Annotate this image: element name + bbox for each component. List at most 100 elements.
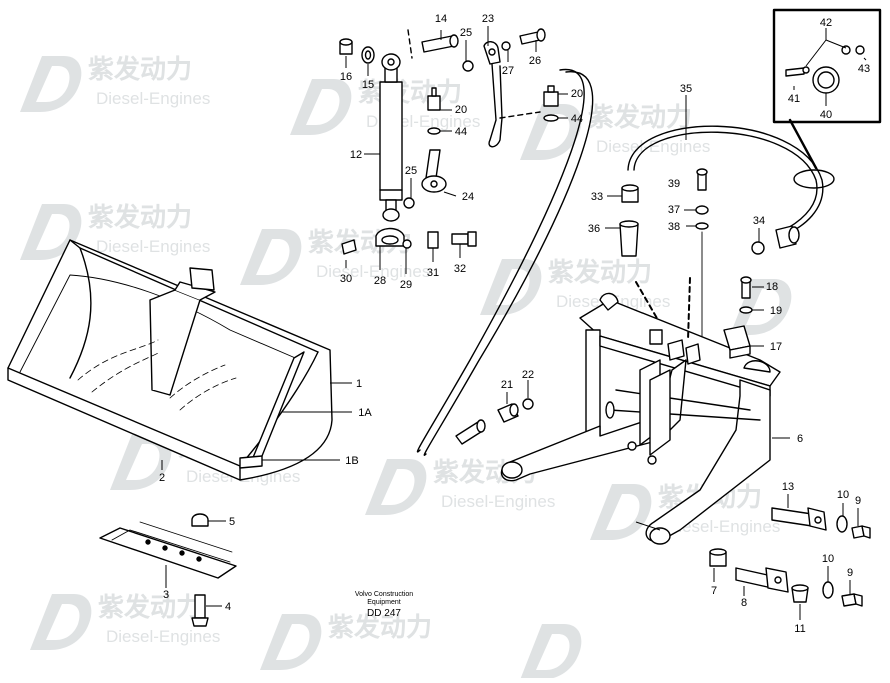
- callout-label: 2: [159, 472, 165, 484]
- callout-label: 41: [788, 93, 800, 105]
- watermark-logo-icon: [520, 624, 582, 680]
- callout-label: 33: [591, 191, 603, 203]
- bushing-part: [709, 548, 727, 567]
- watermark-sub: Diesel-Engines: [596, 137, 710, 156]
- block-part: [427, 231, 439, 249]
- callout-label: 10: [822, 553, 834, 565]
- callout-label: 32: [454, 263, 466, 275]
- watermark-logo-icon: [365, 459, 427, 515]
- o-ring-part: [751, 241, 765, 255]
- watermark-logo-icon: [480, 259, 542, 315]
- washer-part: [501, 41, 511, 51]
- bucket-part: [7, 239, 333, 481]
- cutting-edge-part: [99, 521, 237, 579]
- washer-part: [822, 581, 834, 599]
- callout-label: 23: [482, 13, 494, 25]
- callout-label: 8: [741, 597, 747, 609]
- hose-line: [416, 68, 585, 453]
- screw-part: [696, 168, 708, 191]
- callout-label: 18: [766, 281, 778, 293]
- sensor-part: [649, 329, 701, 365]
- washer-part: [462, 60, 474, 72]
- bolt-part: [451, 231, 477, 247]
- cable-line: [627, 125, 824, 233]
- watermark-logo-icon: [520, 104, 582, 160]
- callout-label: 3: [163, 589, 169, 601]
- plug-part: [791, 584, 809, 603]
- bolt-part: [519, 28, 546, 45]
- bracket-part: [483, 41, 503, 148]
- callout-label: 15: [362, 79, 374, 91]
- callout-label: 11: [794, 623, 805, 635]
- callout-label: 20: [571, 88, 583, 100]
- callout-label: 5: [229, 516, 235, 528]
- callout-label: 14: [435, 13, 447, 25]
- cable-line: [633, 131, 818, 229]
- quick-coupler-part: [500, 292, 781, 545]
- bolt-part: [841, 593, 863, 607]
- watermark-logo-icon: [260, 614, 322, 670]
- callout-label: 39: [668, 178, 680, 190]
- washer-part: [403, 197, 415, 209]
- washer-part: [402, 239, 412, 249]
- hydraulic-cylinder-part: [379, 53, 403, 222]
- bolt-part: [341, 239, 357, 255]
- callout-label: 4: [225, 601, 231, 613]
- centerline: [687, 277, 691, 341]
- watermark-logo-icon: [20, 204, 82, 260]
- watermark-sub: Diesel-Engines: [666, 517, 780, 536]
- connector-housing-part: [619, 220, 639, 257]
- callout-label: 1: [356, 378, 362, 390]
- watermark-brand: 紫发动力: [328, 612, 432, 643]
- callout-label: 9: [847, 567, 853, 579]
- watermark-brand: 紫发动力: [88, 202, 192, 233]
- callout-labels: 14 23 25 27 26 16 15 12 25 20 44 24 20 4…: [159, 13, 870, 635]
- centerline: [499, 111, 541, 119]
- callout-label: 36: [588, 223, 600, 235]
- callout-label: 13: [782, 481, 794, 493]
- caption-line1: Volvo Construction: [355, 591, 413, 598]
- callout-label: 42: [820, 17, 832, 29]
- callout-label: 26: [529, 55, 541, 67]
- callout-label: 27: [502, 65, 514, 77]
- washer-part: [739, 306, 753, 314]
- callout-label: 22: [522, 369, 534, 381]
- watermark-logo-icon: [290, 79, 352, 135]
- callout-label: 44: [455, 126, 467, 138]
- caption-block: Volvo Construction Equipment DD 247: [355, 591, 413, 619]
- cable-loop: [793, 169, 835, 189]
- nut-part: [191, 513, 209, 527]
- callout-label: 1B: [345, 455, 358, 467]
- callout-label: 30: [340, 273, 352, 285]
- hose-end-part: [455, 419, 486, 445]
- watermark-brand: 紫发动力: [588, 102, 692, 133]
- callout-label: 25: [460, 27, 472, 39]
- centerline: [635, 281, 659, 321]
- pin-part: [421, 34, 459, 53]
- caption-line2: Equipment: [367, 599, 401, 606]
- callout-label: 29: [400, 279, 412, 291]
- callout-label: 24: [462, 191, 474, 203]
- callout-label: 31: [427, 267, 439, 279]
- callout-label: 28: [374, 275, 386, 287]
- callout-label: 1A: [358, 407, 372, 419]
- bolt-part: [851, 525, 871, 539]
- washer-part: [695, 205, 709, 215]
- watermark-brand: 紫发动力: [88, 54, 192, 85]
- washer-part: [543, 114, 559, 122]
- spacer-part: [339, 38, 353, 55]
- cable-end-part: [775, 225, 800, 249]
- callout-label: 38: [668, 221, 680, 233]
- callout-label: 10: [837, 489, 849, 501]
- watermark-sub: Diesel-Engines: [96, 237, 210, 256]
- watermark-logo-icon: [110, 434, 172, 490]
- washer-part: [836, 515, 848, 533]
- callout-label: 21: [501, 379, 513, 391]
- callout-label: 19: [770, 305, 782, 317]
- callout-label: 17: [770, 341, 782, 353]
- hose-line: [423, 71, 594, 456]
- watermark-logo-icon: [590, 484, 652, 540]
- callout-label: 9: [855, 495, 861, 507]
- callout-label: 7: [711, 585, 717, 597]
